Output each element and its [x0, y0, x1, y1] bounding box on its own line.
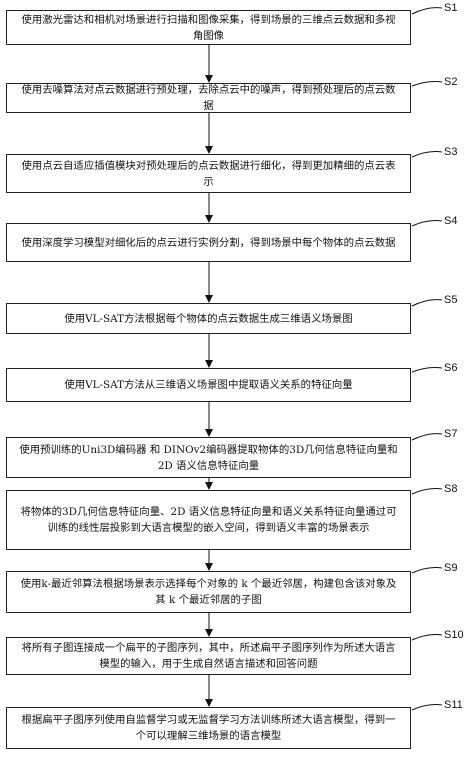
step-text: 使用k-最近邻算法根据场景表示选择每个对象的 k 个最近邻居，构建包含该对象及其… [20, 578, 397, 606]
step-box-s7: 使用预训练的Uni3D编码器 和 DINOv2编码器提取物体的3D几何信息特征向… [6, 437, 411, 478]
leader-s2 [411, 81, 443, 87]
step-label-s7: S7 [444, 428, 458, 440]
step-text: 使用VL-SAT方法从三维语义场景图中提取语义关系的特征向量 [64, 379, 353, 391]
step-text: 根据扁平子图序列使用自监督学习或无监督学习方法训练所述大语言模型，得到一个可以理… [21, 714, 396, 742]
step-text: 使用深度学习模型对细化后的点云进行实例分割，得到场景中每个物体的点云数据 [21, 236, 396, 249]
leader-s11 [411, 704, 443, 711]
leader-s1 [411, 7, 443, 15]
step-text: 使用去噪算法对点云数据进行预处理，去除点云中的噪声，得到预处理后的点云数据 [21, 84, 396, 112]
step-label-s6: S6 [444, 362, 458, 374]
step-box-s9: 使用k-最近邻算法根据场景表示选择每个对象的 k 个最近邻居，构建包含该对象及其… [6, 571, 411, 613]
step-label-s5: S5 [444, 294, 458, 306]
leader-s7 [411, 433, 443, 441]
step-text: 使用点云自适应插值模块对预处理后的点云数据进行细化，得到更加精细的点云表示 [21, 159, 396, 188]
leader-s4 [411, 220, 443, 227]
step-text: 将所有子图连接成一个扁平的子图序列，其中，所述扁平子图序列作为所述大语言模型的输… [21, 642, 396, 670]
step-box-s3: 使用点云自适应插值模块对预处理后的点云数据进行细化，得到更加精细的点云表示 [6, 154, 411, 193]
leader-s5 [411, 299, 443, 307]
step-box-s8: 将物体的3D几何信息特征向量、2D 语义信息特征向量和语义关系特征向量通过可训练… [6, 490, 411, 550]
step-box-s1: 使用激光雷达和相机对场景进行扫描和图像采集，得到场景的三维点云数据和多视角图像 [6, 10, 411, 45]
leader-s10 [411, 634, 443, 641]
step-box-s11: 根据扁平子图序列使用自监督学习或无监督学习方法训练所述大语言模型，得到一个可以理… [6, 707, 411, 749]
leader-s9 [411, 567, 443, 574]
step-label-s4: S4 [444, 215, 458, 227]
step-text: 使用VL-SAT方法根据每个物体的点云数据生成三维语义场景图 [64, 312, 353, 325]
step-text: 使用预训练的Uni3D编码器 和 DINOv2编码器提取物体的3D几何信息特征向… [19, 443, 398, 472]
leader-s8 [411, 488, 443, 495]
step-label-s10: S10 [444, 629, 464, 641]
step-label-s8: S8 [444, 483, 458, 495]
leader-s3 [411, 151, 443, 158]
step-label-s11: S11 [444, 699, 463, 711]
step-box-s5: 使用VL-SAT方法根据每个物体的点云数据生成三维语义场景图 [6, 303, 411, 334]
step-text: 使用激光雷达和相机对场景进行扫描和图像采集，得到场景的三维点云数据和多视角图像 [21, 13, 396, 42]
step-text: 将物体的3D几何信息特征向量、2D 语义信息特征向量和语义关系特征向量通过可训练… [20, 506, 397, 534]
step-box-s6: 使用VL-SAT方法从三维语义场景图中提取语义关系的特征向量 [6, 368, 411, 402]
step-box-s10: 将所有子图连接成一个扁平的子图序列，其中，所述扁平子图序列作为所述大语言模型的输… [6, 637, 411, 675]
leader-s6 [411, 367, 443, 373]
step-label-s2: S2 [444, 76, 458, 88]
step-box-s2: 使用去噪算法对点云数据进行预处理，去除点云中的噪声，得到预处理后的点云数据 [6, 83, 411, 113]
step-label-s9: S9 [444, 562, 458, 574]
step-label-s3: S3 [444, 146, 458, 158]
step-box-s4: 使用深度学习模型对细化后的点云进行实例分割，得到场景中每个物体的点云数据 [6, 223, 411, 262]
step-label-s1: S1 [444, 2, 458, 14]
